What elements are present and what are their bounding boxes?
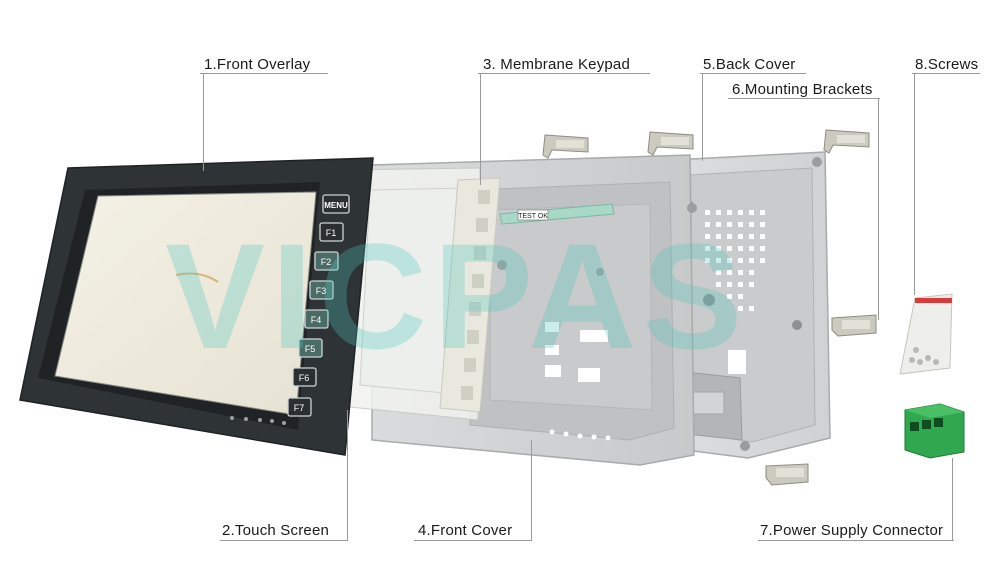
keypad-test-tag: TEST OK	[518, 213, 548, 220]
callout-leader-mounting-brackets	[878, 98, 879, 320]
f5-key-label: F5	[305, 344, 316, 354]
function-keys: MENU F1 F2 F3 F4 F5 F6 F7	[287, 194, 350, 417]
f1-key	[319, 222, 344, 242]
callout-leader-front-overlay	[203, 73, 204, 171]
label-power-supply-connector: 7.Power Supply Connector	[760, 522, 944, 539]
callout-underline-power-connector	[758, 540, 954, 541]
f3-key	[309, 280, 334, 300]
callout-leader-screws	[914, 73, 915, 295]
menu-key	[322, 194, 350, 214]
front-overlay-part: MENU F1 F2 F3 F4 F5 F6 F7	[19, 157, 374, 456]
f6-key-label: F6	[299, 373, 310, 383]
label-touch-screen: 2.Touch Screen	[222, 522, 330, 539]
label-membrane-keypad: 3. Membrane Keypad	[483, 56, 631, 73]
mounting-brackets-part	[542, 129, 877, 486]
callout-underline-membrane-keypad	[478, 73, 650, 74]
menu-key-label: MENU	[324, 201, 348, 210]
f4-key-label: F4	[311, 315, 322, 325]
f1-key-label: F1	[326, 228, 337, 238]
screws-bag-part	[899, 293, 953, 375]
f4-key	[304, 309, 329, 329]
callout-leader-touch-screen	[347, 410, 348, 541]
membrane-keypad-part: TEST OK	[439, 177, 615, 413]
callout-underline-touch-screen	[220, 540, 348, 541]
label-front-cover: 4.Front Cover	[418, 522, 513, 539]
callout-underline-front-overlay	[200, 73, 328, 74]
callout-underline-front-cover	[414, 540, 532, 541]
touch-screen-part	[329, 167, 481, 421]
label-screws: 8.Screws	[915, 56, 979, 73]
callout-leader-front-cover	[531, 440, 532, 541]
callout-underline-back-cover	[700, 73, 806, 74]
label-mounting-brackets: 6.Mounting Brackets	[732, 81, 873, 98]
f3-key-label: F3	[316, 286, 327, 296]
f2-key	[314, 251, 339, 271]
f7-key-label: F7	[294, 403, 305, 413]
f6-key	[292, 367, 317, 387]
callout-underline-screws	[912, 73, 980, 74]
callout-leader-membrane-keypad	[480, 73, 481, 185]
f7-key	[287, 397, 312, 417]
bracket	[647, 131, 694, 156]
label-back-cover: 5.Back Cover	[703, 56, 796, 73]
power-connector-part	[904, 403, 965, 459]
callout-leader-back-cover	[702, 73, 703, 161]
f5-key	[298, 338, 323, 358]
callout-underline-mounting-brackets	[728, 98, 880, 99]
bracket	[542, 134, 589, 159]
bracket	[823, 129, 870, 154]
f2-key-label: F2	[321, 257, 332, 267]
bracket	[765, 463, 809, 486]
callout-leader-power-connector	[952, 458, 953, 541]
label-front-overlay: 1.Front Overlay	[204, 56, 311, 73]
bracket	[831, 314, 877, 337]
